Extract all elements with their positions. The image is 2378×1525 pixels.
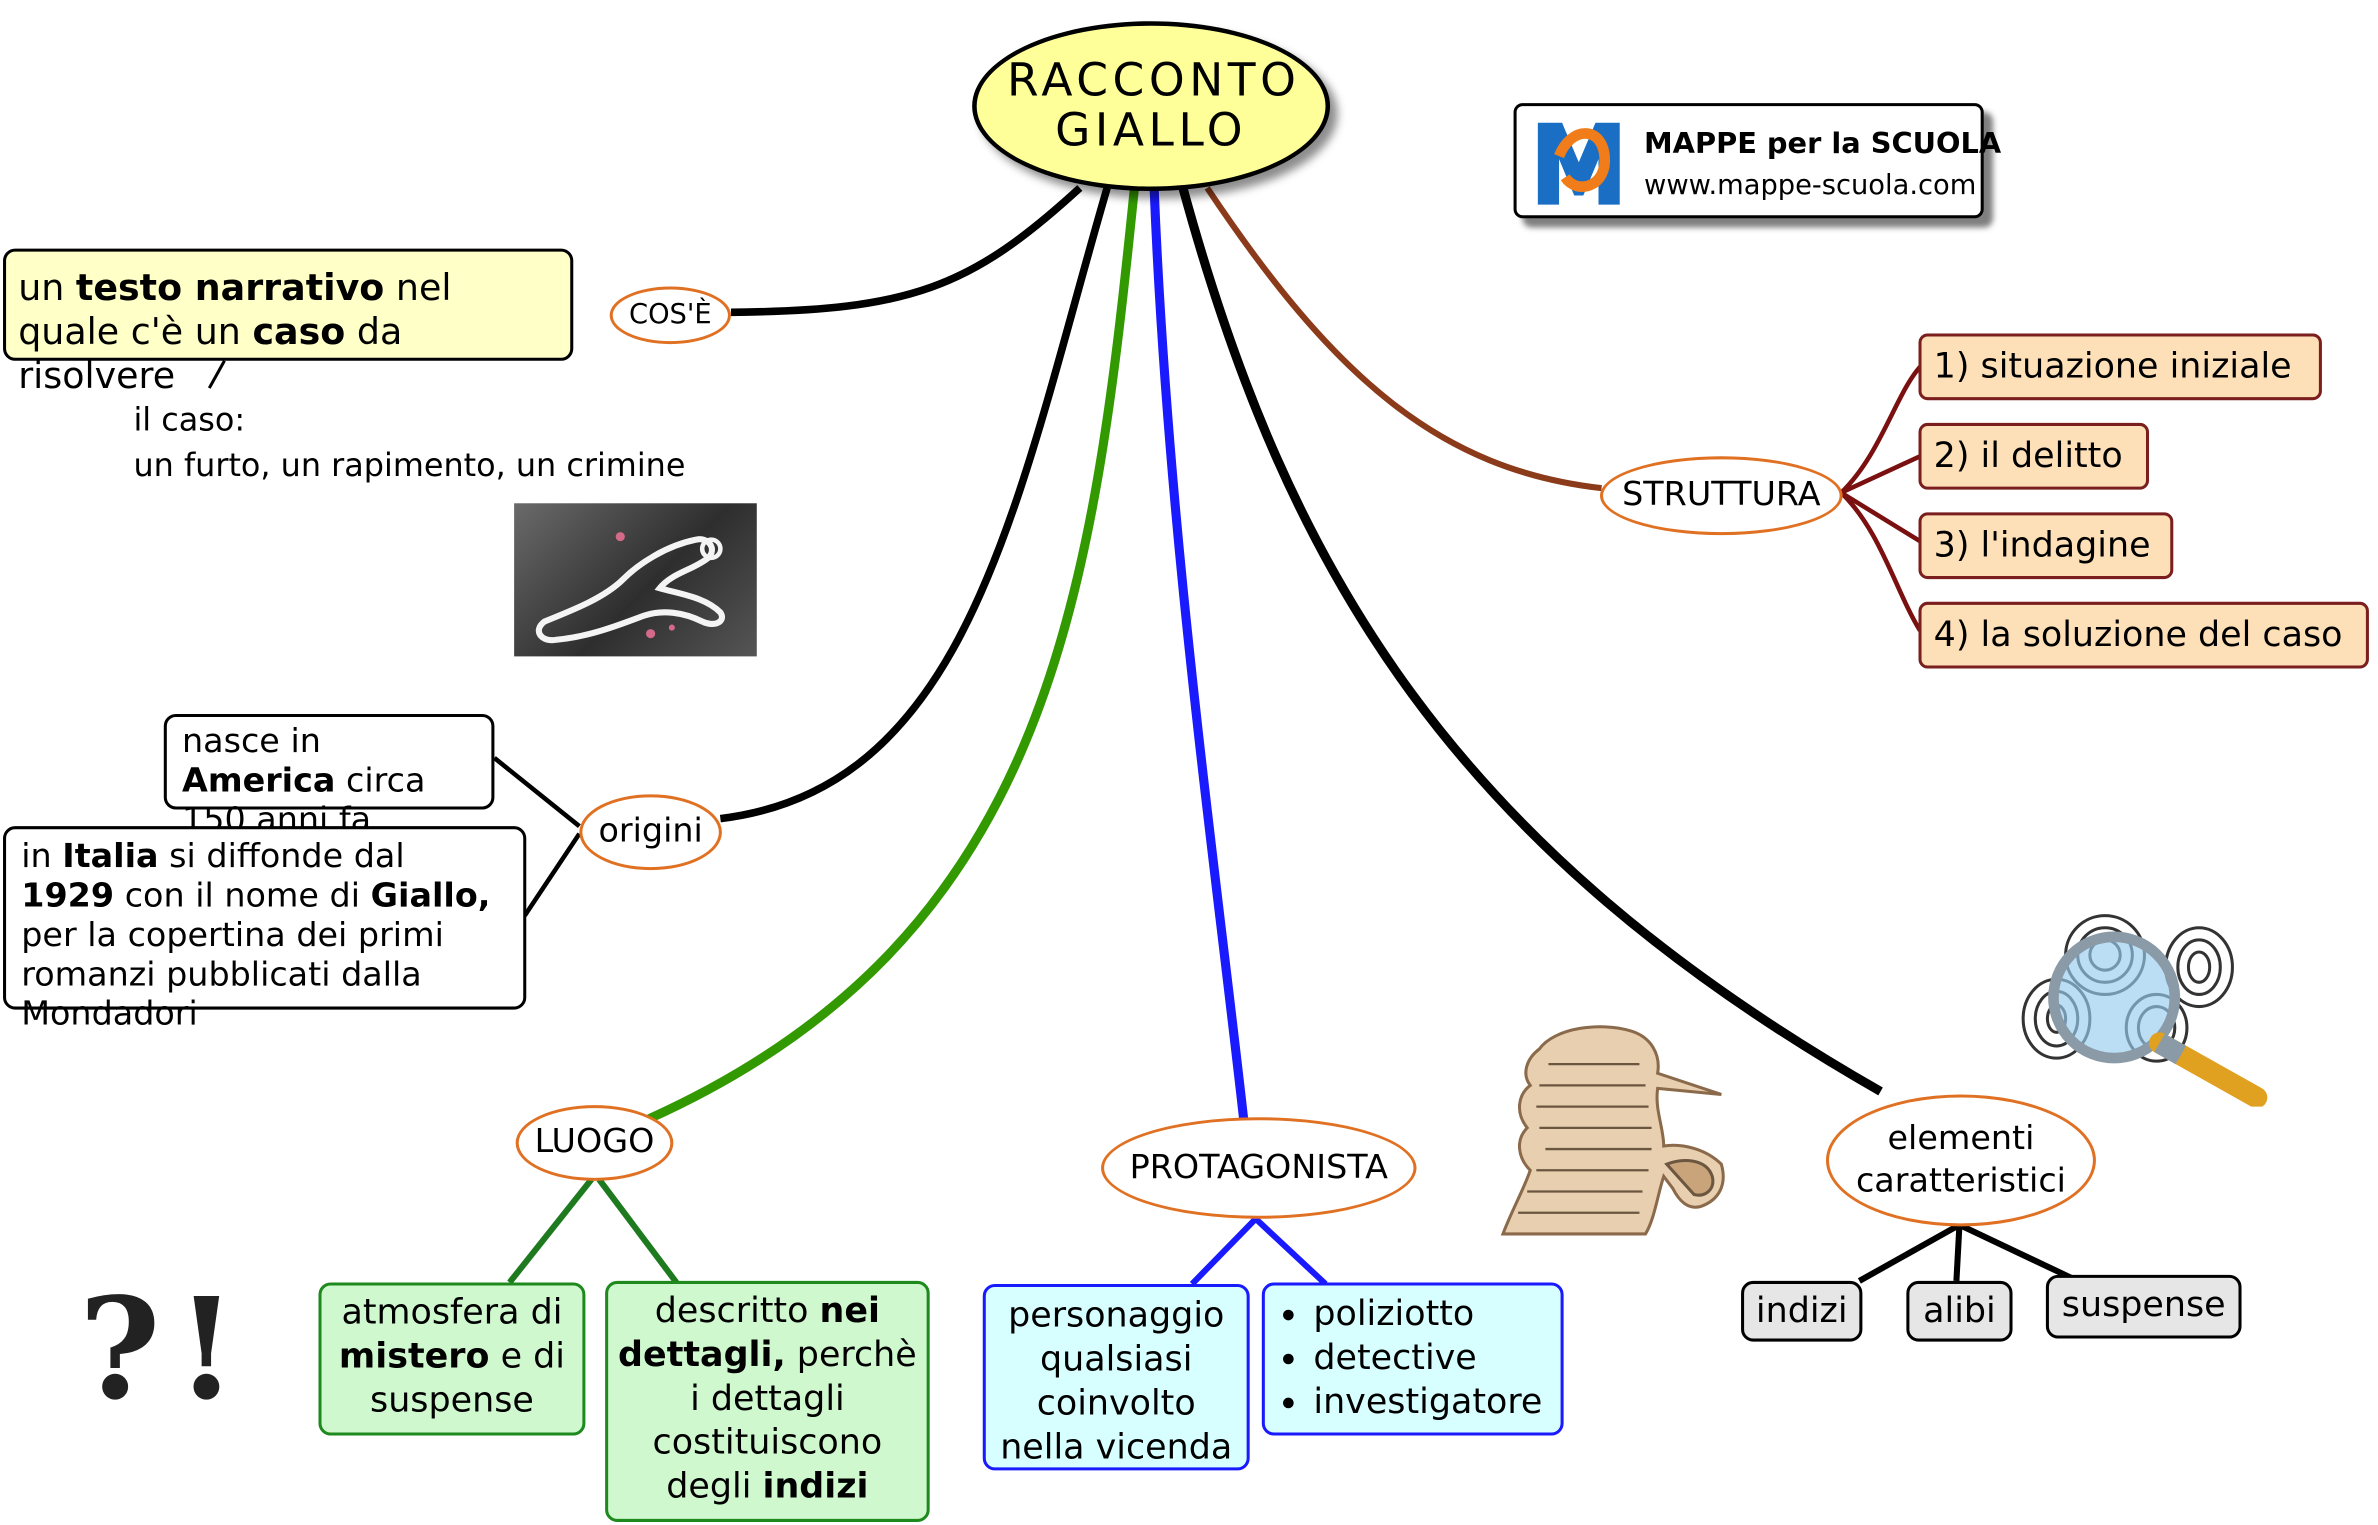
elementi-node[interactable]: elementi caratteristici	[1825, 1094, 2096, 1227]
logo-brand-text: MAPPE per la SCUOLA	[1643, 127, 2002, 161]
detective-silhouette-icon	[1494, 1019, 1743, 1240]
struttura-item-4[interactable]: 4) la soluzione del caso	[1918, 601, 2369, 669]
struttura-node[interactable]: STRUTTURA	[1600, 456, 1843, 536]
chalk-outline-icon	[535, 532, 725, 644]
mappe-scuola-logo[interactable]: MAPPE per la SCUOLA www.mappe-scuola.com	[1513, 103, 2001, 219]
protagonista-node[interactable]: PROTAGONISTA	[1101, 1117, 1417, 1219]
origini-node[interactable]: origini	[579, 794, 722, 871]
luogo-details-box[interactable]: descritto nei dettagli, perchè i dettagl…	[605, 1280, 930, 1522]
protagonista-roles-box[interactable]: poliziotto detective investigatore	[1261, 1282, 1564, 1436]
luogo-atmosphere-box[interactable]: atmosfera di mistero e di suspense	[318, 1282, 586, 1436]
magnifier-fingerprint-icon	[2017, 910, 2269, 1109]
cose-node[interactable]: COS'È	[609, 286, 732, 345]
protagonista-description-box[interactable]: personaggio qualsiasi coinvolto nella vi…	[982, 1283, 1250, 1471]
struttura-item-2[interactable]: 2) il delitto	[1918, 422, 2150, 490]
cose-label: COS'È	[629, 298, 712, 331]
luogo-node[interactable]: LUOGO	[515, 1105, 674, 1181]
case-note-examples: un furto, un rapimento, un crimine	[133, 447, 686, 484]
logo-url-text[interactable]: www.mappe-scuola.com	[1643, 169, 1977, 202]
roles-list: poliziotto detective investigatore	[1271, 1293, 1555, 1425]
elementi-item-suspense[interactable]: suspense	[2045, 1274, 2242, 1339]
central-topic-title[interactable]: RACCONTO GIALLO	[972, 21, 1331, 192]
origini-italia-box[interactable]: in Italia si diffonde dal 1929 con il no…	[3, 826, 527, 1034]
origini-america-box[interactable]: nasce in America circa 150 anni fa	[163, 713, 495, 840]
elementi-item-alibi[interactable]: alibi	[1906, 1280, 2013, 1342]
role-item: poliziotto	[1313, 1293, 1554, 1337]
struttura-item-3[interactable]: 3) l'indagine	[1918, 512, 2174, 580]
chalk-body-outline-image	[514, 503, 757, 657]
cose-definition-box[interactable]: un testo narrativo nel quale c'è un caso…	[3, 248, 574, 397]
case-note-title: il caso:	[133, 401, 246, 439]
case-note: il caso: un furto, un rapimento, un crim…	[133, 397, 770, 488]
m-logo-icon	[1537, 122, 1620, 205]
struttura-item-1[interactable]: 1) situazione iniziale	[1918, 333, 2322, 401]
role-item: detective	[1313, 1337, 1554, 1381]
elementi-item-indizi[interactable]: indizi	[1741, 1280, 1863, 1342]
role-item: investigatore	[1313, 1381, 1554, 1425]
question-exclamation-marks: ?!	[78, 1267, 253, 1432]
